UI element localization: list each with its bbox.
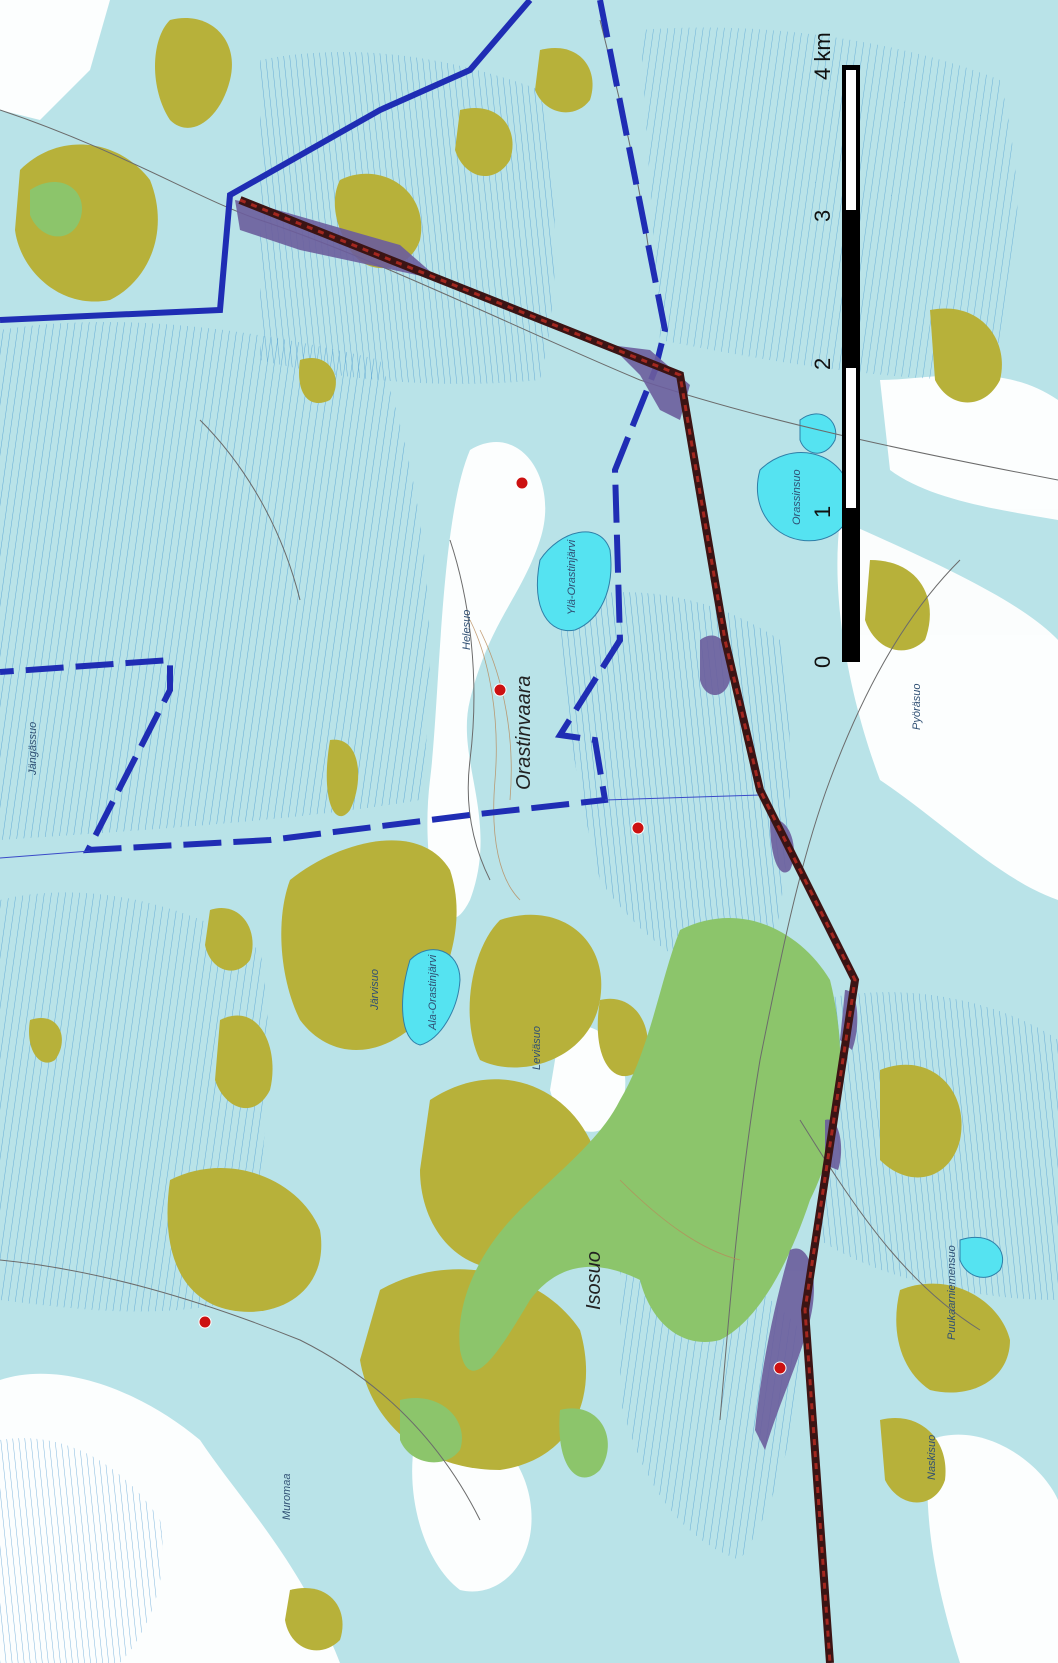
lakes [402, 413, 1004, 1278]
label-muromaa: Muromaa [281, 1474, 293, 1520]
label-pyorasuo: Pyöräsuo [911, 684, 923, 730]
label-naskisuo: Naskisuo [926, 1435, 938, 1480]
scale-bar-white-segment-top [846, 70, 856, 210]
scale-tick-2: 2 [810, 358, 835, 370]
scale-unit-label: 4 km [810, 32, 835, 80]
label-orastinvaara: Orastinvaara [513, 676, 535, 791]
red-point-markers [198, 476, 787, 1375]
scale-tick-1: 1 [810, 506, 835, 518]
boundary-north [0, 0, 533, 323]
scale-tick-3: 3 [810, 210, 835, 222]
lake-orassinsuo [756, 452, 852, 542]
red-circle-marker [198, 1315, 212, 1329]
label-leviasuo: Leviäsuo [531, 1026, 543, 1070]
scale-bar: 4 km 3 2 1 0 [810, 32, 860, 668]
place-labels: Orastinvaara Isosuo Järvisuo Jängässuo L… [27, 469, 958, 1520]
label-puukaarniemensuo: Puukaarniemensuo [946, 1245, 958, 1340]
lake-yla-orastinjarvi [536, 531, 612, 632]
label-isosuo: Isosuo [583, 1251, 605, 1310]
mire-green-areas [30, 181, 841, 1478]
label-jangassuo: Jängässuo [27, 722, 39, 776]
planned-route-line [238, 196, 860, 1663]
label-jarvisuo: Järvisuo [369, 969, 381, 1011]
label-ala-orastinjarvi: Ala-Orastinjärvi [427, 954, 439, 1031]
red-circle-marker [515, 476, 529, 490]
lake-ala-orastinjarvi [402, 949, 461, 1046]
red-circle-marker [773, 1361, 787, 1375]
lake-orassinsuo-east [799, 413, 837, 454]
contour-lines [469, 619, 741, 1261]
red-circle-marker [631, 821, 645, 835]
label-helesuo: Helesuo [461, 610, 473, 650]
boundary-thin-east [604, 794, 761, 801]
label-orassinsuo: Orassinsuo [791, 469, 803, 525]
scale-tick-0: 0 [810, 656, 835, 668]
label-yla-orastinjarvi: Ylä-Orastinjärvi [566, 539, 578, 615]
scale-bar-white-segment-mid [846, 368, 856, 508]
lake-southeast [959, 1236, 1004, 1278]
red-circle-marker [493, 683, 507, 697]
boundary-central [0, 0, 669, 854]
boundary-thin-west [0, 850, 91, 859]
area-boundaries [0, 0, 669, 854]
